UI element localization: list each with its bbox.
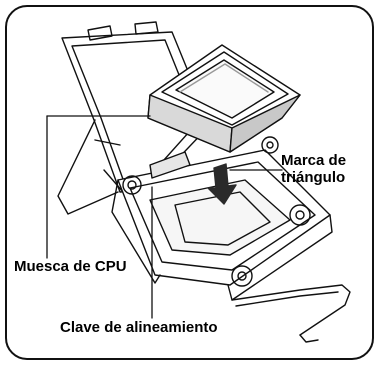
triangle-mark-label: Marca de triángulo bbox=[281, 152, 346, 186]
load-lever bbox=[231, 284, 351, 343]
down-arrow-icon bbox=[207, 163, 237, 205]
cpu-chip bbox=[147, 44, 301, 153]
triangle-mark-label-line2: triángulo bbox=[281, 169, 346, 186]
alignment-key-label: Clave de alineamiento bbox=[60, 319, 218, 336]
triangle-mark-label-line1: Marca de bbox=[281, 152, 347, 169]
leader-lines bbox=[46, 115, 283, 319]
cpu-notch-label: Muesca de CPU bbox=[14, 258, 127, 275]
socket-base bbox=[111, 136, 333, 301]
